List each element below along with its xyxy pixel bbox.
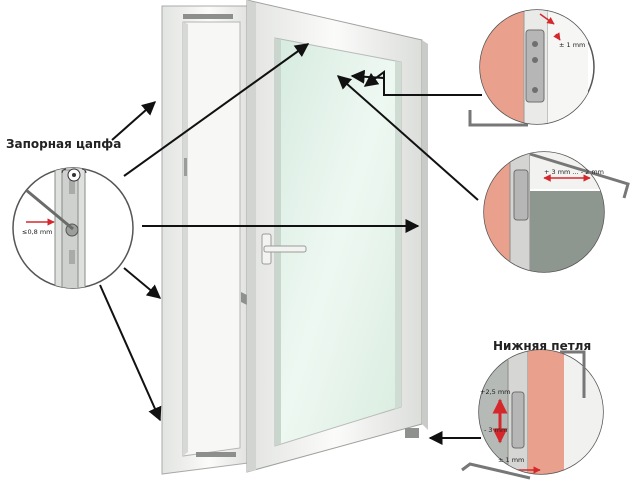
arrow-to-top-left-frame xyxy=(111,101,157,141)
bottom-right-gap-label-1: +2,5 mm xyxy=(480,388,511,396)
arrow-to-bottom-left-frame xyxy=(123,267,162,299)
arrow-to-bottom-corner xyxy=(99,284,162,422)
bottom-hinge-label: Нижняя петля xyxy=(493,339,592,353)
hex-key-icon xyxy=(468,110,528,127)
top-right-gap-label: ± 1 mm xyxy=(559,41,585,49)
callout-bottom-right: +2,5 mm - 3 mm ± 1 mm xyxy=(461,349,604,480)
window-sash xyxy=(246,0,428,473)
callout-middle-right: + 3 mm ... - 2 mm xyxy=(483,151,630,273)
bottom-right-gap-label-2: - 3 mm xyxy=(484,426,507,434)
bottom-right-gap-label-3: ± 1 mm xyxy=(498,456,524,464)
lock-pin-label: Запорная цапфа xyxy=(6,137,122,151)
window-frame xyxy=(161,5,257,475)
callout-lock-pin: ≤0,8 mm xyxy=(12,167,134,289)
arrow-to-middle-hinge xyxy=(336,75,479,201)
callout-top-right: ± 1 mm xyxy=(468,9,595,127)
handle-icon xyxy=(261,233,307,265)
hex-key-icon-4 xyxy=(461,462,531,480)
arrow-top-right-secondary xyxy=(350,69,385,84)
lock-pin-gap-label: ≤0,8 mm xyxy=(22,228,53,236)
hex-key-icon-2 xyxy=(529,152,630,199)
lock-pin-sketch-icon xyxy=(61,168,87,182)
pointer-arrows xyxy=(99,43,482,445)
hex-key-icon-3 xyxy=(560,350,586,398)
arrow-to-top-right-corner xyxy=(363,70,482,96)
arrow-to-sash-top xyxy=(123,43,310,177)
middle-right-gap-label: + 3 mm ... - 2 mm xyxy=(544,168,604,176)
